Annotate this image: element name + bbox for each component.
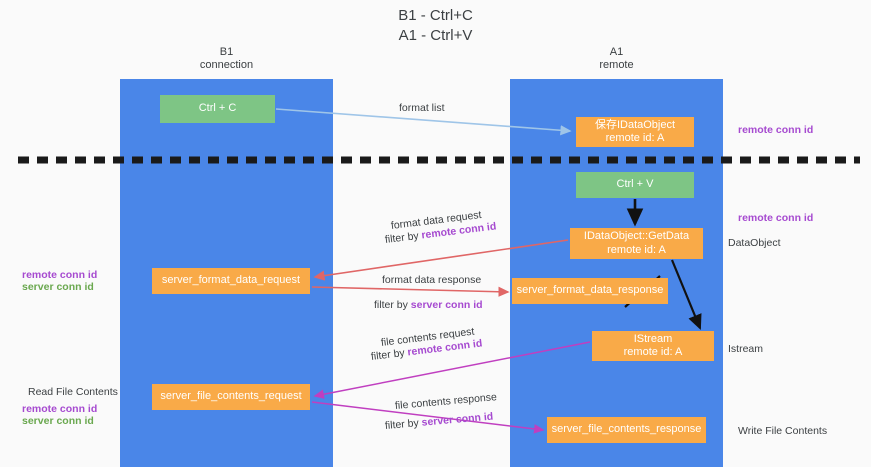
box-server-file-contents-request[interactable]: server_file_contents_request (152, 384, 310, 410)
box-server-file-contents-response[interactable]: server_file_contents_response (547, 417, 706, 443)
box-idataobject-getdata-line1: IDataObject::GetData (583, 230, 690, 242)
side-label-remote-conn-id-top: remote conn id (738, 124, 814, 136)
edge-label-format-data-response-filter: filter by server conn id (374, 298, 483, 312)
box-idataobject-getdata-line2: remote id: A (607, 243, 666, 256)
box-server-format-data-response-label: server_format_data_response (516, 284, 664, 297)
filter-prefix: filter by (384, 416, 423, 432)
box-save-idataobject-line1: 保存IDataObject (594, 118, 676, 131)
left-label-remote-conn-id-upper: remote conn id (22, 269, 98, 281)
box-server-file-contents-response-label: server_file_contents_response (551, 423, 702, 436)
filter-key-server-conn-id: server conn id (410, 299, 483, 311)
column-header-b1: B1 connection (120, 46, 333, 72)
box-istream[interactable]: IStream remote id: A (592, 331, 714, 361)
title-line-1: B1 - Ctrl+C (398, 7, 473, 24)
edge-label-file-contents-response-filter: filter by server conn id (384, 410, 493, 433)
filter-key-server-conn-id: server conn id (421, 410, 494, 429)
box-istream-line2: remote id: A (623, 346, 683, 358)
filter-prefix: filter by (370, 346, 409, 363)
box-server-file-contents-request-label: server_file_contents_request (160, 390, 302, 403)
box-server-format-data-request[interactable]: server_format_data_request (152, 268, 310, 294)
left-label-server-conn-id-upper: server conn id (22, 281, 94, 293)
side-label-remote-conn-id-mid: remote conn id (738, 212, 814, 224)
column-header-a1: A1 remote (510, 46, 723, 72)
edge-label-format-data-response: format data response (382, 274, 482, 286)
side-label-istream: Istream (728, 343, 764, 355)
box-istream-line1: IStream (633, 332, 673, 345)
box-server-format-data-response[interactable]: server_format_data_response (512, 278, 668, 304)
box-ctrl-c[interactable]: Ctrl + C (160, 95, 275, 123)
side-label-dataobject: DataObject (728, 237, 781, 249)
column-header-a1-name: A1 (609, 46, 624, 58)
box-idataobject-getdata[interactable]: IDataObject::GetData remote id: A (570, 228, 703, 259)
title-line-2: A1 - Ctrl+V (398, 27, 473, 44)
box-save-idataobject-line2: remote id: A (605, 132, 665, 144)
filter-prefix: filter by (374, 299, 411, 311)
box-ctrl-v[interactable]: Ctrl + V (576, 172, 694, 198)
arrow-format-data-response (311, 286, 510, 297)
column-header-a1-role: remote (599, 59, 634, 71)
diagram-title: B1 - Ctrl+C A1 - Ctrl+V (0, 6, 871, 46)
box-server-format-data-request-label: server_format_data_request (161, 274, 301, 287)
box-ctrl-v-label: Ctrl + V (616, 178, 654, 191)
left-label-remote-conn-id-lower: remote conn id (22, 403, 98, 415)
left-label-server-conn-id-lower: server conn id (22, 415, 94, 427)
column-header-b1-name: B1 (219, 46, 234, 58)
box-ctrl-c-label: Ctrl + C (198, 102, 237, 115)
column-header-b1-role: connection (199, 59, 254, 71)
side-label-write-file-contents: Write File Contents (738, 425, 828, 437)
left-label-read-file-contents: Read File Contents (28, 386, 118, 398)
box-save-idataobject[interactable]: 保存IDataObject remote id: A (576, 117, 694, 147)
filter-prefix: filter by (384, 229, 423, 246)
edge-label-format-list: format list (399, 102, 445, 114)
